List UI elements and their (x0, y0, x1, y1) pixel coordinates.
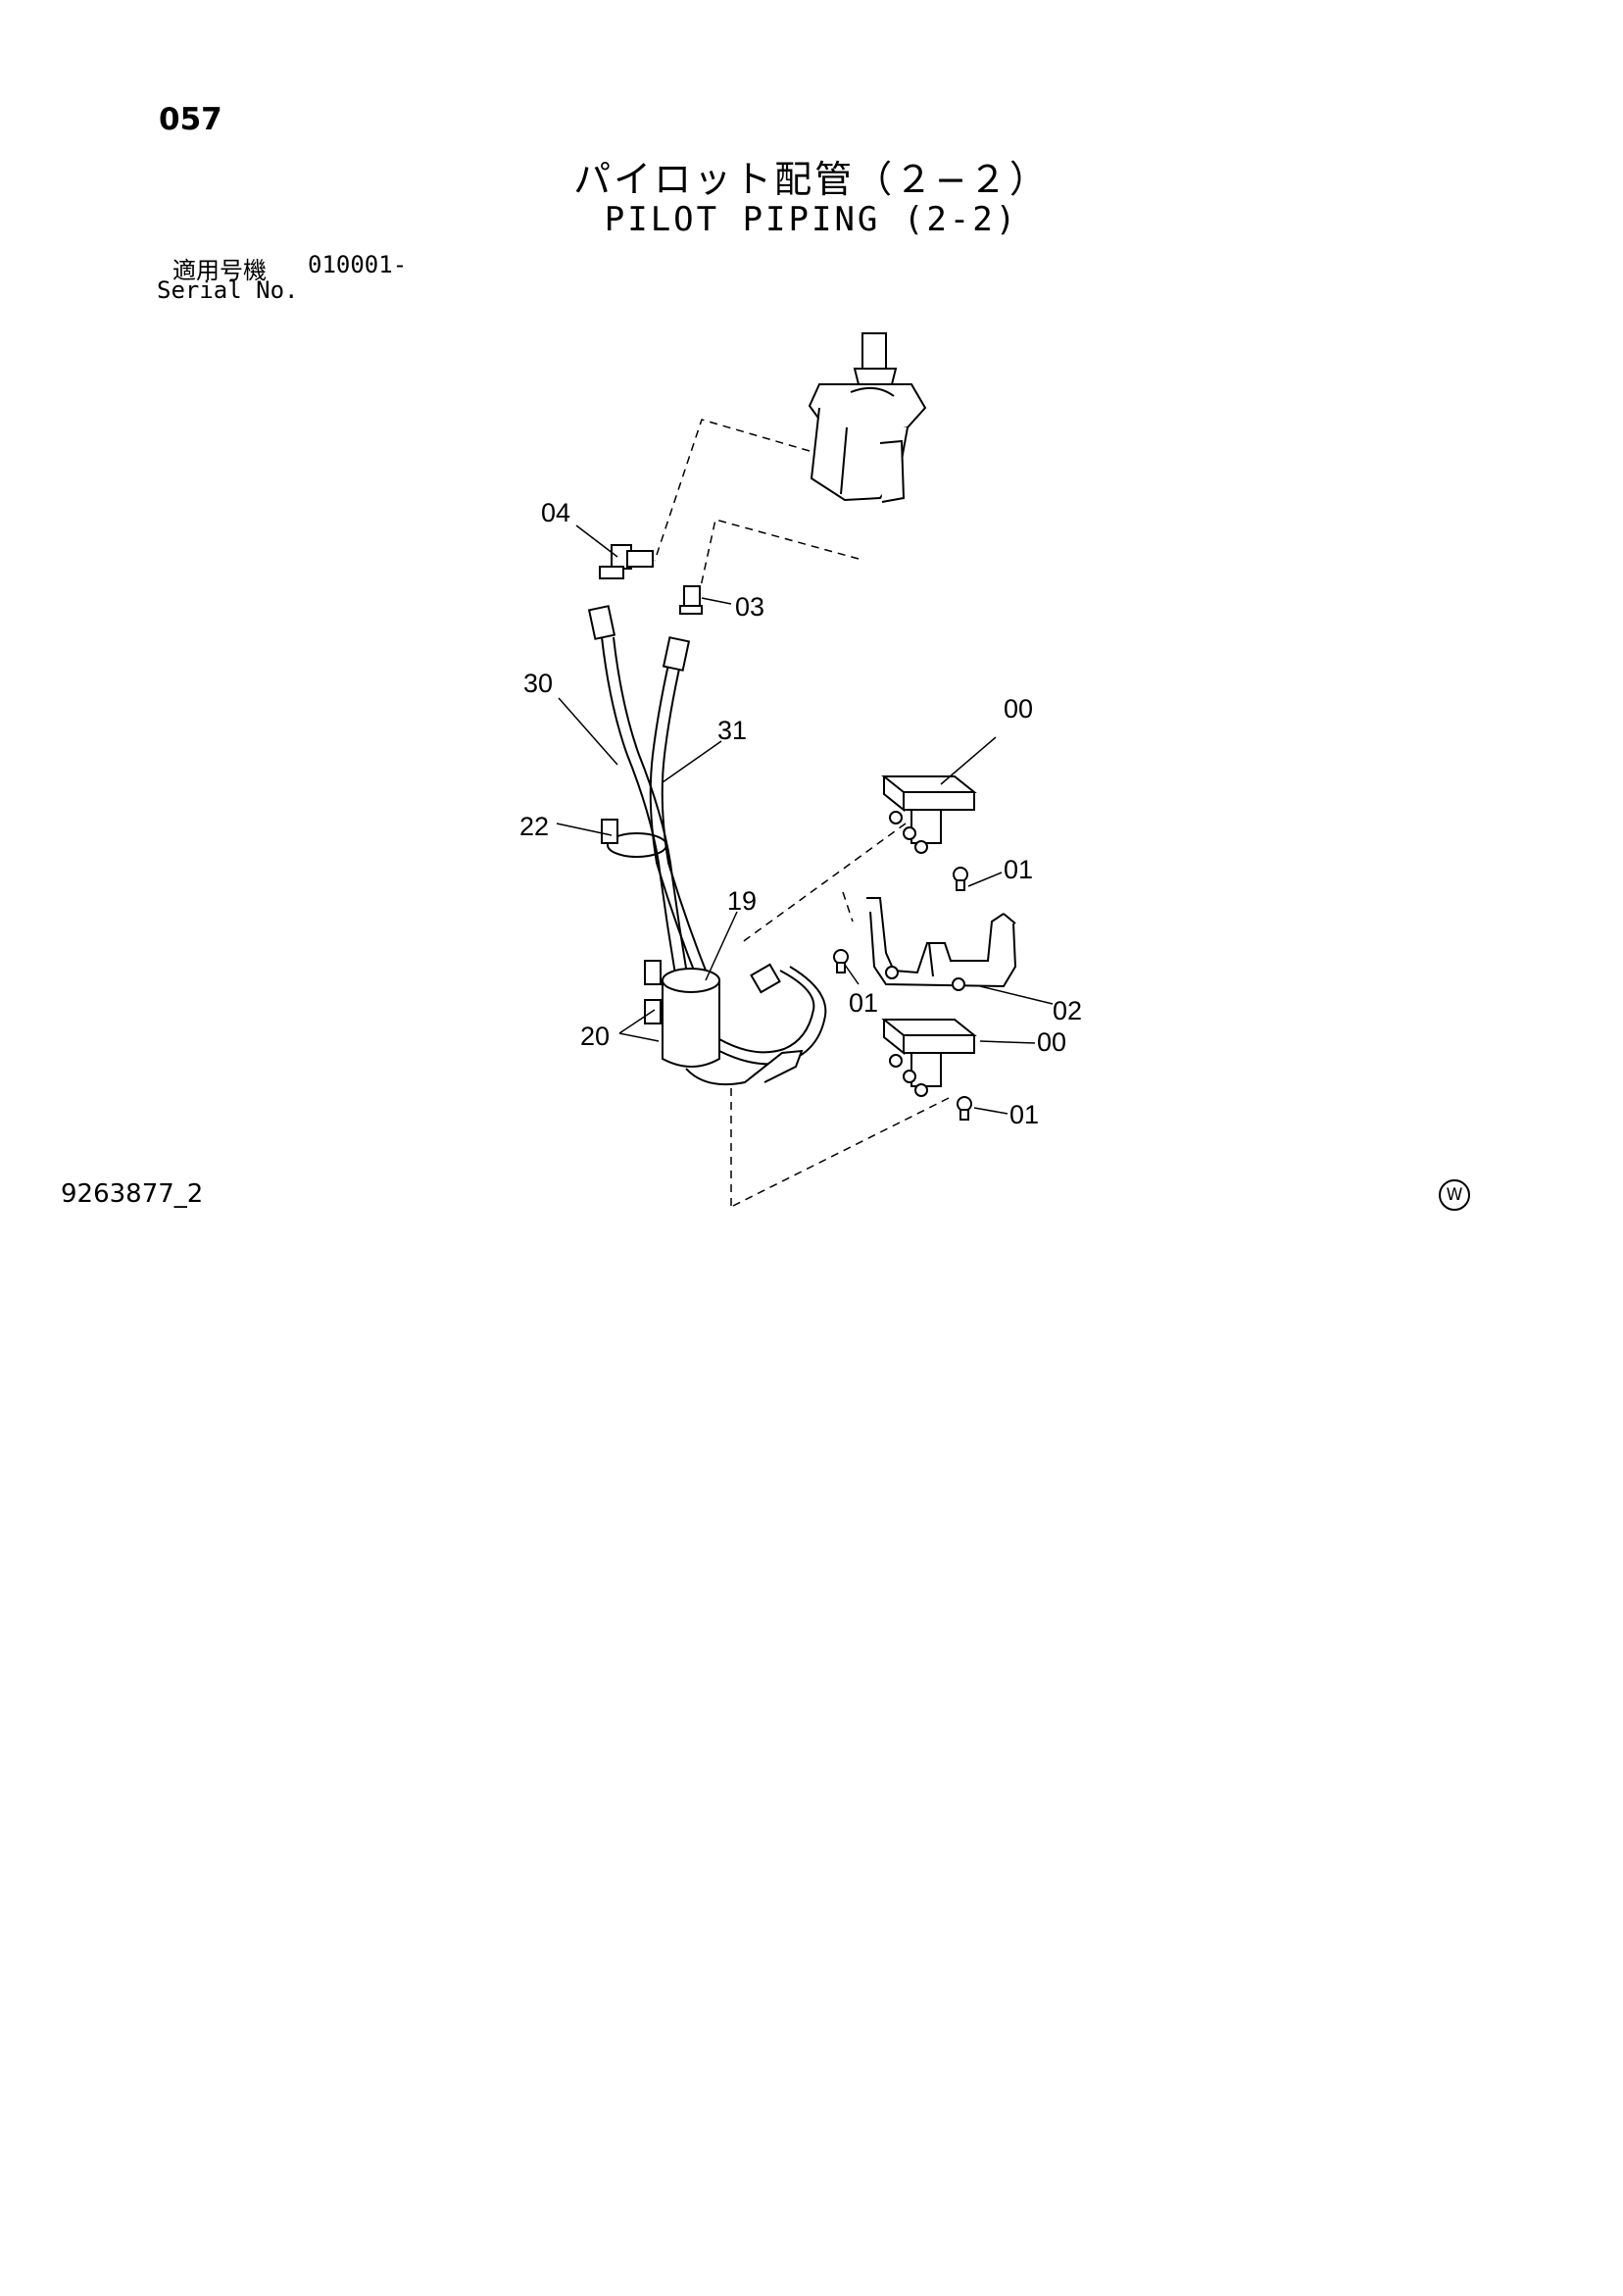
drawing-number: 9263877_2 (61, 1179, 204, 1209)
upper-bracket[interactable] (881, 775, 977, 854)
callout-01-upper: 01 (1004, 855, 1033, 884)
w-mark: W (1439, 1179, 1470, 1211)
serial-value: 010001- (308, 251, 408, 278)
lower-bracket[interactable] (881, 1019, 977, 1097)
page-title-jp: パイロット配管（２−２） (573, 158, 1050, 201)
adapter-fitting[interactable] (679, 585, 703, 615)
page-title-en: PILOT PIPING (2-2) (604, 200, 1019, 239)
serial-label-jp: 適用号機 (172, 257, 267, 284)
callout-01-lower: 01 (1009, 1100, 1039, 1129)
hose-assembly[interactable] (587, 605, 711, 981)
hose-clamp[interactable] (607, 832, 667, 858)
callout-20: 20 (580, 1022, 610, 1051)
callout-03: 03 (735, 592, 764, 622)
pilot-valve[interactable] (808, 332, 927, 503)
dashed-lead-lines (654, 419, 950, 1207)
elbow-fitting[interactable] (599, 544, 654, 579)
callout-01-middle: 01 (849, 988, 878, 1018)
callout-22: 22 (519, 812, 549, 841)
callout-31: 31 (717, 716, 747, 745)
callout-19: 19 (727, 886, 757, 916)
leader-lines (556, 524, 1054, 1115)
u-bracket[interactable] (866, 897, 1017, 991)
page-number: 057 (159, 102, 222, 137)
serial-label-en: Serial No. (157, 276, 299, 304)
callout-00-upper: 00 (1004, 694, 1033, 724)
callout-labels: 04 03 30 31 00 22 01 19 01 02 20 00 01 (519, 498, 1082, 1129)
callout-30: 30 (523, 669, 553, 698)
callout-04: 04 (541, 498, 570, 527)
hose-protector[interactable] (644, 960, 827, 1086)
callout-00-lower: 00 (1037, 1027, 1066, 1057)
callout-02: 02 (1053, 996, 1082, 1025)
bolt[interactable] (833, 867, 972, 1121)
